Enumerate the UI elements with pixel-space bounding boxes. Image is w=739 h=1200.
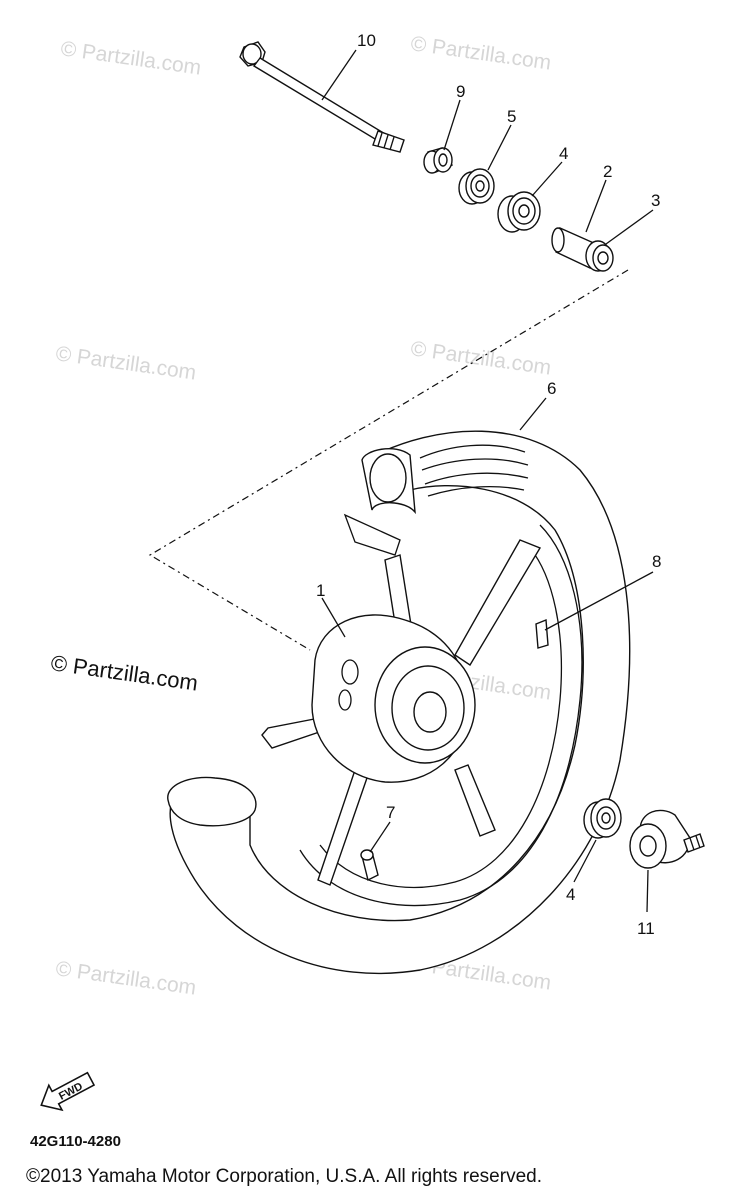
callout-11: 11 bbox=[637, 919, 655, 938]
callout-1: 1 bbox=[316, 581, 325, 600]
bearing-part bbox=[497, 191, 541, 233]
fwd-arrow-icon: FWD bbox=[40, 1071, 96, 1112]
callout-9: 9 bbox=[456, 82, 465, 101]
fwd-label: FWD bbox=[57, 1080, 85, 1102]
watermark: © Partzilla.com bbox=[54, 957, 197, 999]
callout-7: 7 bbox=[386, 803, 395, 822]
front-wheel-diagram: © Partzilla.com © Partzilla.com © Partzi… bbox=[30, 31, 705, 1150]
spacer-part bbox=[551, 226, 614, 272]
balance-weight-part bbox=[535, 618, 549, 649]
watermark: © Partzilla.com bbox=[409, 32, 552, 74]
copyright-notice: ©2013 Yamaha Motor Corporation, U.S.A. A… bbox=[26, 1166, 542, 1187]
oil-seal-part bbox=[458, 168, 495, 205]
watermark: © Partzilla.com bbox=[59, 37, 202, 79]
collar-part bbox=[423, 147, 454, 174]
bearing-lower-part bbox=[583, 798, 622, 839]
callout-5: 5 bbox=[507, 107, 516, 126]
callout-4: 4 bbox=[559, 144, 568, 163]
callout-4-lower: 4 bbox=[566, 885, 575, 904]
watermark-main: © Partzilla.com bbox=[49, 650, 199, 695]
watermark: © Partzilla.com bbox=[54, 342, 197, 384]
gear-unit-part bbox=[629, 809, 705, 869]
callout-10: 10 bbox=[357, 31, 376, 50]
callout-8: 8 bbox=[652, 552, 661, 571]
callout-labels: 10 9 5 4 2 3 6 8 1 7 4 11 bbox=[316, 31, 661, 938]
callout-3: 3 bbox=[651, 191, 660, 210]
diagram-part-number: 42G110-4280 bbox=[30, 1133, 121, 1150]
leader-lines bbox=[321, 49, 654, 913]
watermark: © Partzilla.com bbox=[409, 337, 552, 379]
callout-2: 2 bbox=[603, 162, 612, 181]
axle-part bbox=[239, 41, 405, 153]
tire-part bbox=[167, 430, 631, 975]
valve-part bbox=[360, 849, 379, 882]
callout-6: 6 bbox=[547, 379, 556, 398]
assembly-centerline bbox=[148, 269, 629, 651]
wheel-rim-part bbox=[261, 513, 583, 907]
